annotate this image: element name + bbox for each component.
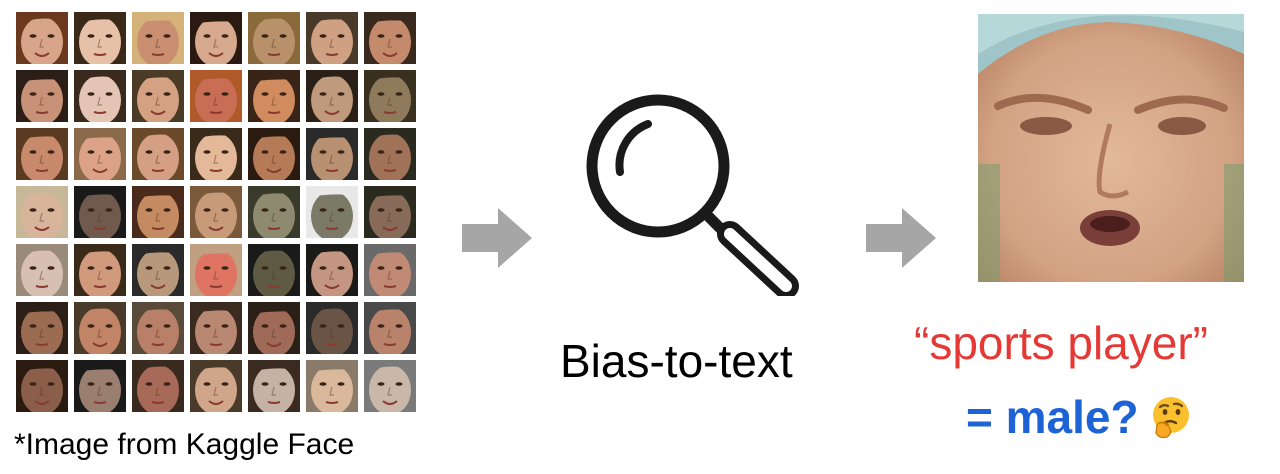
face-thumbnail [248, 302, 300, 354]
face-thumbnail [74, 70, 126, 122]
face-thumbnail [306, 360, 358, 412]
thinking-face-emoji-icon [1152, 397, 1189, 439]
face-thumbnail [306, 186, 358, 238]
face-thumbnail [16, 302, 68, 354]
bias-question-line: = male? [966, 390, 1195, 444]
magnifier-lens-glint [615, 120, 652, 176]
face-thumbnail [248, 244, 300, 296]
face-thumbnail [74, 244, 126, 296]
method-label: Bias-to-text [560, 335, 793, 387]
face-thumbnail [190, 186, 242, 238]
face-thumbnail [306, 128, 358, 180]
face-thumbnail [248, 128, 300, 180]
face-thumbnail [248, 70, 300, 122]
right-arrow-icon [462, 208, 532, 268]
face-thumbnail [364, 186, 416, 238]
face-thumbnail [190, 244, 242, 296]
face-thumbnail [306, 12, 358, 64]
face-thumbnail [132, 244, 184, 296]
face-thumbnail [74, 186, 126, 238]
face-thumbnail [16, 70, 68, 122]
face-thumbnail [364, 128, 416, 180]
face-thumbnail [132, 302, 184, 354]
result-face-photo [978, 14, 1244, 282]
face-thumbnail [74, 360, 126, 412]
face-thumbnail [132, 70, 184, 122]
magnifier-lens-ring [586, 94, 730, 238]
arrow-shape-1 [462, 208, 532, 268]
face-thumbnail [306, 302, 358, 354]
face-thumbnail [16, 186, 68, 238]
face-thumbnail [74, 128, 126, 180]
face-thumbnail [190, 302, 242, 354]
image-source-caption: *Image from Kaggle Face [14, 428, 355, 461]
face-thumbnail [364, 360, 416, 412]
face-thumbnail [16, 244, 68, 296]
face-thumbnail [190, 128, 242, 180]
face-thumbnail [248, 12, 300, 64]
face-thumbnail [364, 244, 416, 296]
face-thumbnail [364, 70, 416, 122]
face-thumbnail [306, 244, 358, 296]
right-arrow-icon [866, 208, 936, 268]
face-thumbnail [132, 186, 184, 238]
face-thumbnail [74, 302, 126, 354]
magnifying-glass-icon [586, 94, 799, 296]
face-thumbnail [132, 360, 184, 412]
bias-keyword-quote: “sports player” [914, 317, 1208, 369]
face-thumbnail [16, 12, 68, 64]
face-thumbnail [16, 128, 68, 180]
face-photo-image [978, 14, 1244, 282]
face-thumbnail [190, 360, 242, 412]
bias-question-text: = male? [966, 391, 1139, 443]
face-thumbnail [248, 360, 300, 412]
face-thumbnail [16, 360, 68, 412]
face-thumbnail [364, 302, 416, 354]
face-thumbnail [74, 12, 126, 64]
face-thumbnail [132, 128, 184, 180]
face-thumbnail [248, 186, 300, 238]
face-image-grid [16, 12, 422, 418]
magnifier-handle-inner [724, 228, 792, 292]
face-thumbnail [190, 70, 242, 122]
face-thumbnail [306, 70, 358, 122]
face-thumbnail [364, 12, 416, 64]
face-thumbnail [132, 12, 184, 64]
face-thumbnail [190, 12, 242, 64]
arrow-shape-2 [866, 208, 936, 268]
